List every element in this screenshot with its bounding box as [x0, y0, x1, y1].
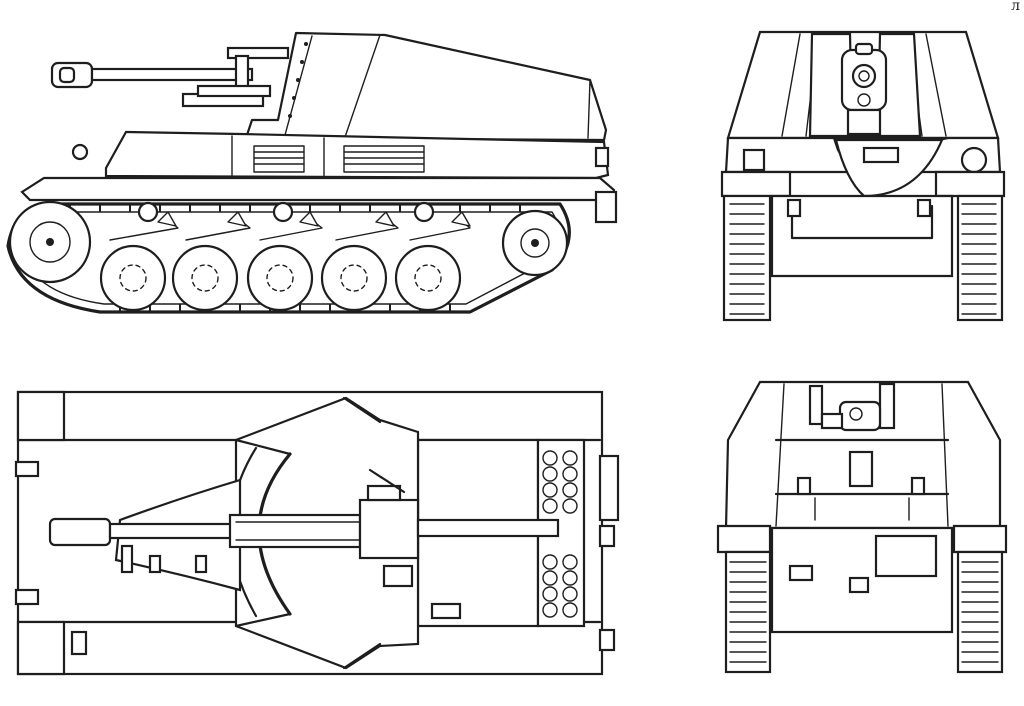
fighting-compartment [244, 31, 608, 142]
return-rollers [137, 201, 435, 223]
track-rear-right [956, 550, 1004, 674]
rear-hatch [874, 534, 938, 578]
idler-wheel [501, 209, 569, 277]
fender [20, 176, 616, 202]
gun-muzzle-front [840, 42, 888, 136]
tank-front-view-icon [720, 30, 1006, 322]
gun-barrel [50, 46, 290, 108]
headlight-right [960, 146, 988, 174]
hull-upper [71, 130, 610, 180]
track-rear-left [724, 550, 772, 674]
leaf-spring-suspension [109, 211, 471, 241]
tank-rear-view-icon [716, 380, 1008, 674]
tank-side-view-icon [6, 31, 618, 314]
track-front-right [956, 194, 1004, 322]
corner-mark: л [1011, 0, 1020, 14]
tank-top-view-icon [14, 390, 620, 676]
engine-vents [253, 145, 425, 173]
headlight-left [742, 148, 766, 172]
road-wheels [99, 244, 462, 312]
track-front-left [722, 194, 772, 322]
lower-glacis [770, 194, 954, 278]
gun-barrel-top [48, 468, 560, 588]
rear-gun-breech [808, 382, 896, 432]
rear-stowage [594, 190, 618, 224]
drive-sprocket [8, 200, 92, 284]
